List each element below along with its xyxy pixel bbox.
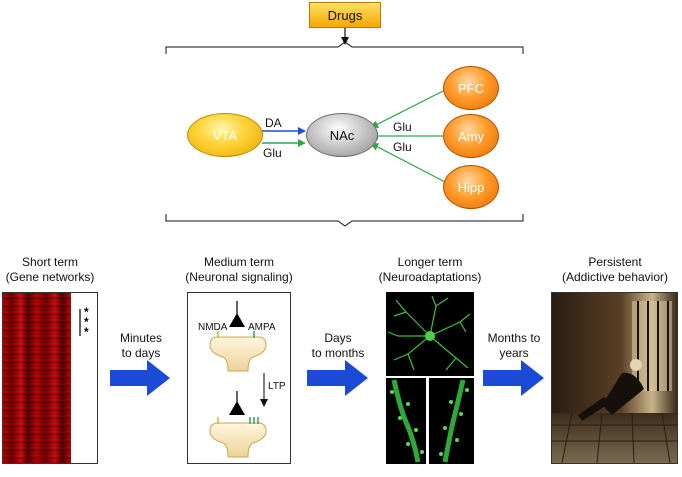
dendrite-left-drawing [390, 379, 424, 463]
dendrite-micrograph-right [429, 378, 474, 464]
pfc-label: PFC [458, 80, 484, 96]
nmda-label: NMDA [198, 322, 228, 333]
stage-persistent-title: Persistent [588, 255, 642, 269]
vta-node: VTA [187, 113, 263, 157]
transition-label-3: Months to years [478, 331, 550, 361]
glu-pfc-arrow [370, 89, 446, 128]
stage-persistent: Persistent (Addictive behavior) [550, 255, 680, 285]
neuron-micrograph [386, 292, 474, 376]
drugs-label: Drugs [327, 7, 363, 23]
transition-arrow-3 [483, 360, 544, 396]
significance-marks: * * * [84, 305, 96, 339]
stage-short-subtitle: (Gene networks) [5, 270, 95, 284]
neuron-drawing [387, 295, 471, 371]
stage-short-title: Short term [21, 255, 78, 269]
ltp-label: LTP [268, 381, 286, 392]
glu-vta-label: Glu [263, 146, 282, 160]
transition-2-line2: to months [311, 346, 365, 360]
amy-label: Amy [458, 128, 484, 144]
photo-scene [552, 293, 677, 464]
dendrite-right-drawing [439, 379, 469, 463]
transition-arrow-2 [307, 360, 368, 396]
heatmap-bracket [79, 309, 81, 336]
addictive-behavior-photo [551, 292, 678, 464]
gene-heatmap-image [3, 293, 71, 463]
ampa-label: AMPA [248, 322, 276, 333]
pfc-node: PFC [443, 66, 499, 110]
transition-label-2: Days to months [300, 331, 376, 361]
dendrite-micrograph-left [386, 378, 426, 464]
transition-label-1: Minutes to days [106, 331, 176, 361]
bottom-brace [165, 214, 524, 227]
glu-amy-label: Glu [393, 140, 412, 154]
significance-marks-text: * * * [84, 305, 89, 339]
transition-1-line1: Minutes [119, 331, 163, 345]
synapse-drawing [209, 301, 268, 458]
stage-persistent-subtitle: (Addictive behavior) [561, 270, 669, 284]
nac-label: NAc [329, 127, 355, 143]
stage-short-term: Short term (Gene networks) [0, 255, 100, 285]
stage-medium-title: Medium term [203, 255, 274, 269]
glu-pfc-label: Glu [393, 120, 412, 134]
transition-1-line2: to days [121, 346, 161, 360]
stage-longer-term: Longer term (Neuroadaptations) [364, 255, 496, 285]
transition-2-line1: Days [324, 331, 352, 345]
stage-medium-subtitle: (Neuronal signaling) [185, 270, 293, 284]
synapse-panel: NMDA AMPA LTP [187, 292, 291, 464]
stage-longer-title: Longer term [397, 255, 463, 269]
glu-hipp-arrow [370, 143, 446, 183]
hipp-node: Hipp [443, 165, 499, 209]
hipp-label: Hipp [457, 179, 485, 195]
amy-node: Amy [443, 114, 499, 158]
stage-longer-subtitle: (Neuroadaptations) [378, 270, 482, 284]
vta-label: VTA [212, 127, 238, 143]
drugs-box: Drugs [309, 2, 381, 28]
top-brace [165, 41, 524, 54]
transition-3-line1: Months to [487, 331, 541, 345]
stage-medium-term: Medium term (Neuronal signaling) [168, 255, 310, 285]
gene-heatmap-panel: * * * [2, 292, 98, 464]
nac-node: NAc [306, 113, 378, 157]
da-label: DA [265, 116, 282, 130]
transition-arrow-1 [110, 360, 170, 396]
transition-3-line2: years [499, 346, 529, 360]
